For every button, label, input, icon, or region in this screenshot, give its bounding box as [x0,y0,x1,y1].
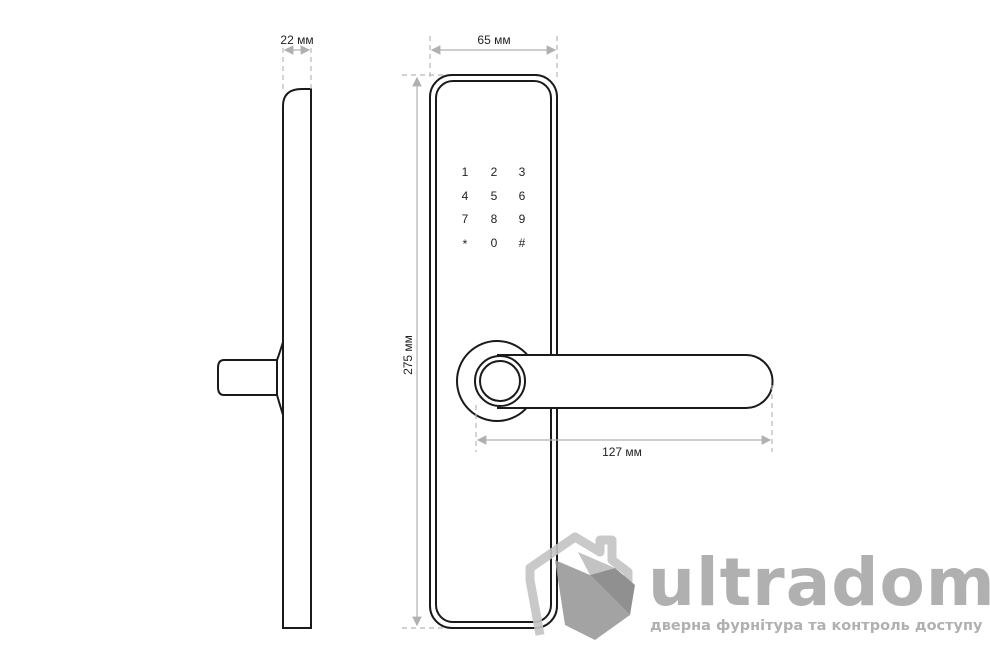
key: 6 [519,189,526,203]
key: 8 [491,212,498,226]
fingerprint-reader [474,355,526,407]
dimension-depth: 22 мм [280,33,314,92]
logo-brand: ultradom [648,544,990,621]
logo-tagline: дверна фурнітура та контроль доступу [650,618,983,634]
key: 4 [462,189,469,203]
dimension-handle: 127 мм [475,385,773,459]
dimension-height: 275 мм [401,74,445,629]
keypad: 1 2 3 4 5 6 7 8 9 * 0 # [462,165,526,251]
key: 7 [462,212,469,226]
key: # [519,236,526,250]
side-view [217,88,312,629]
key: 9 [519,212,526,226]
front-view [429,74,774,629]
depth-label: 22 мм [280,33,313,47]
key: 5 [491,189,498,203]
key: * [463,237,468,251]
key: 3 [519,165,526,179]
handle-length-label: 127 мм [602,445,642,459]
key: 0 [491,236,498,250]
height-label: 275 мм [401,335,415,375]
key: 2 [491,165,498,179]
ultradom-logo: ultradom дверна фурнітура та контроль до… [525,532,990,640]
width-label: 65 мм [477,33,510,47]
dimension-width: 65 мм [429,33,558,80]
key: 1 [462,165,469,179]
